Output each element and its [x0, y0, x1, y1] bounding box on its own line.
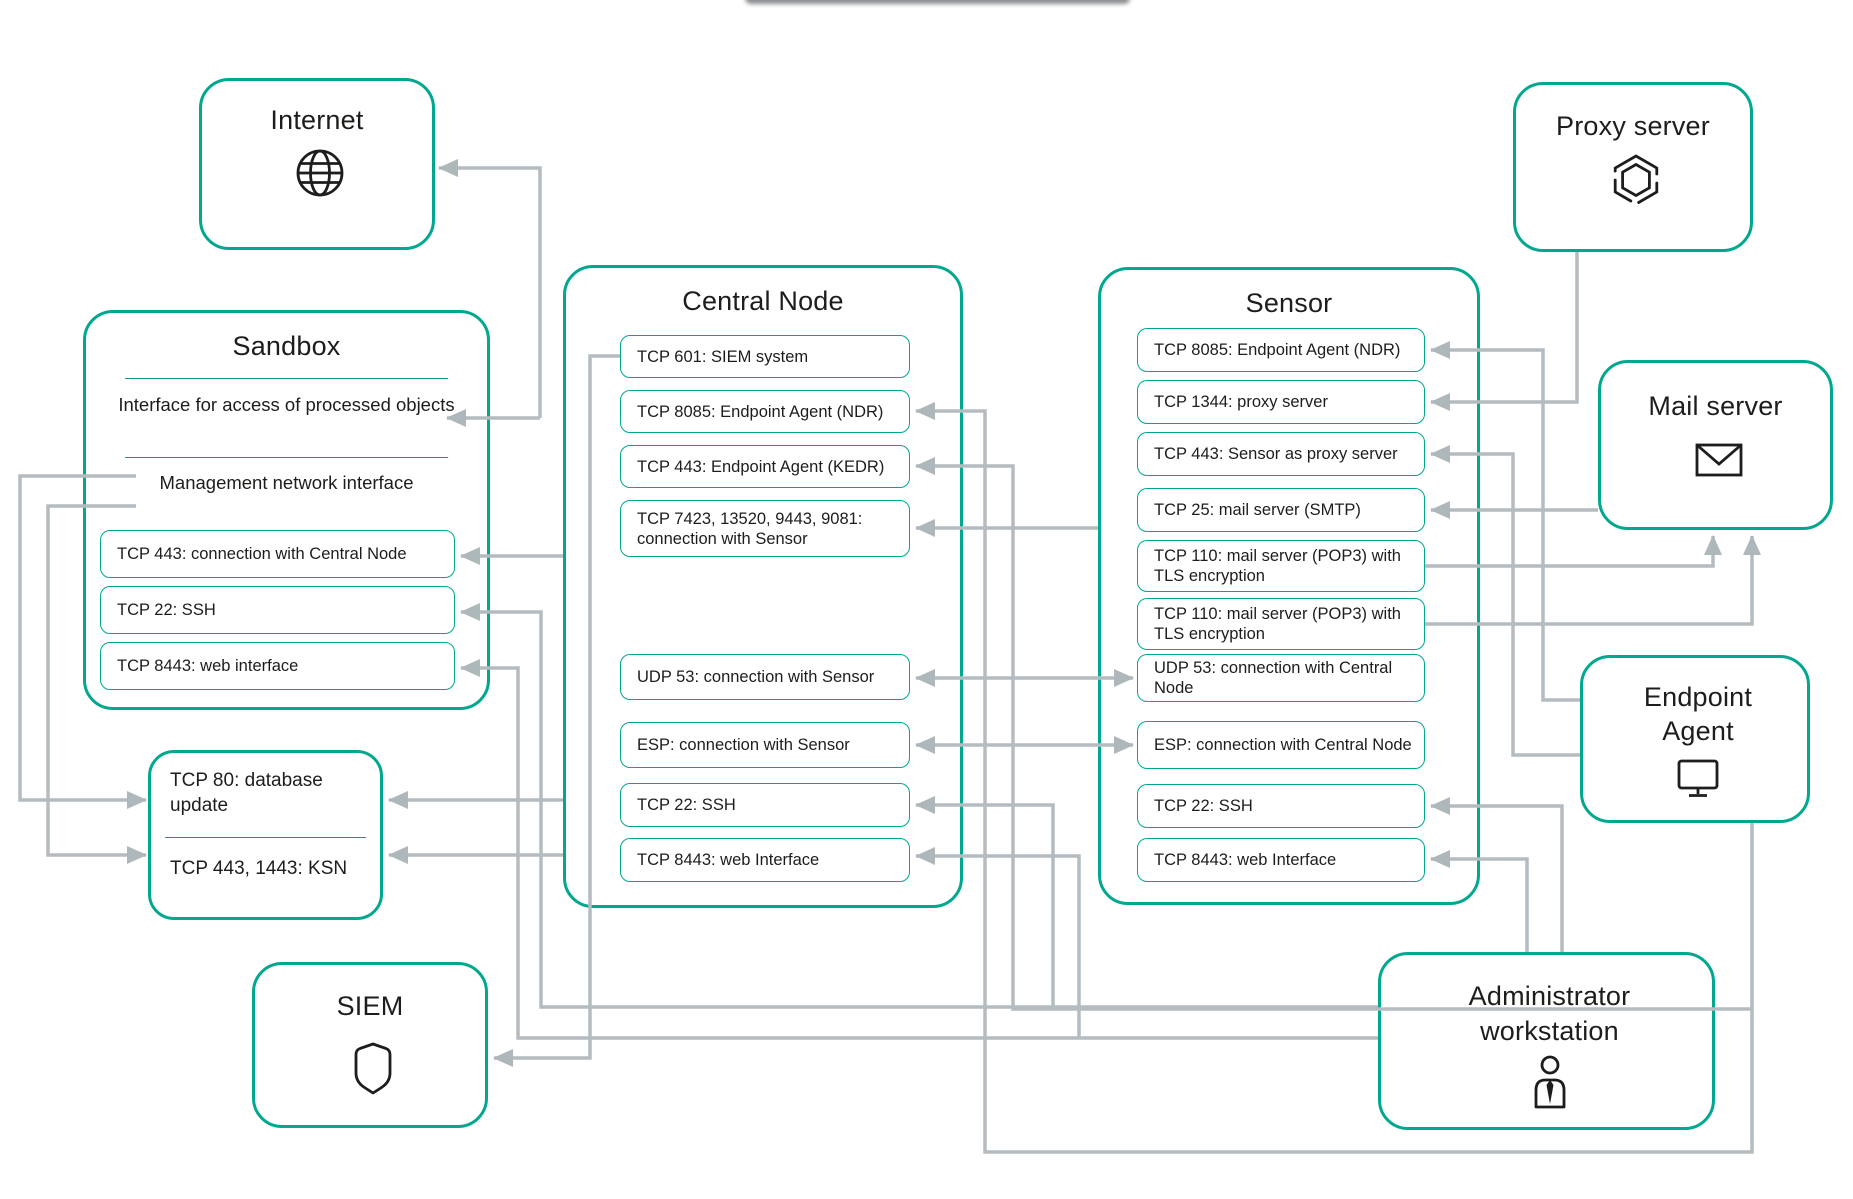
- sensor-port-110a: TCP 110: mail server (POP3) with TLS enc…: [1137, 540, 1425, 592]
- sensor-port-443: TCP 443: Sensor as proxy server: [1137, 432, 1425, 476]
- internet-node: Internet: [199, 78, 435, 250]
- cn-port-8085: TCP 8085: Endpoint Agent (NDR): [620, 390, 910, 433]
- cropped-window-bar: [745, 0, 1130, 4]
- updates-node: [148, 750, 383, 920]
- sensor-port-25: TCP 25: mail server (SMTP): [1137, 488, 1425, 532]
- sensor-port-8085: TCP 8085: Endpoint Agent (NDR): [1137, 328, 1425, 372]
- envelope-icon: [1695, 443, 1743, 477]
- sandbox-section-access: Interface for access of processed object…: [118, 394, 455, 415]
- person-icon: [1534, 1055, 1566, 1109]
- sandbox-divider-2: [125, 457, 448, 458]
- proxy-hexagon-icon: [1613, 154, 1659, 206]
- sandbox-title: Sandbox: [232, 331, 341, 361]
- cn-port-esp: ESP: connection with Sensor: [620, 722, 910, 768]
- siem-title: SIEM: [336, 991, 404, 1021]
- sandbox-section-management: Management network interface: [159, 472, 414, 493]
- updates-divider: [165, 837, 366, 838]
- cn-port-7423: TCP 7423, 13520, 9443, 9081: connection …: [620, 500, 910, 557]
- mail-server-title: Mail server: [1648, 391, 1783, 421]
- sensor-port-8443: TCP 8443: web Interface: [1137, 838, 1425, 882]
- sensor-port-esp: ESP: connection with Central Node: [1137, 721, 1425, 769]
- cn-port-22: TCP 22: SSH: [620, 783, 910, 827]
- central-node-title: Central Node: [682, 286, 844, 316]
- proxy-server-node: Proxy server: [1513, 82, 1753, 252]
- sandbox-divider-1: [125, 378, 448, 379]
- sensor-port-22: TCP 22: SSH: [1137, 784, 1425, 828]
- updates-row-database: TCP 80: database update: [170, 770, 323, 816]
- sensor-port-udp53: UDP 53: connection with Central Node: [1137, 654, 1425, 702]
- endpoint-agent-node: Endpoint Agent: [1580, 655, 1810, 823]
- endpoint-agent-title: Endpoint Agent: [1643, 682, 1753, 746]
- internet-title: Internet: [270, 105, 364, 135]
- admin-workstation-node: Administrator workstation: [1378, 952, 1715, 1130]
- cn-port-8443: TCP 8443: web Interface: [620, 838, 910, 882]
- cn-port-443: TCP 443: Endpoint Agent (KEDR): [620, 445, 910, 488]
- globe-icon: [296, 149, 344, 197]
- sandbox-port-8443: TCP 8443: web interface: [100, 642, 455, 690]
- shield-icon: [354, 1042, 392, 1095]
- sandbox-port-22: TCP 22: SSH: [100, 586, 455, 634]
- cn-port-udp53: UDP 53: connection with Sensor: [620, 654, 910, 700]
- sensor-port-1344: TCP 1344: proxy server: [1137, 380, 1425, 424]
- monitor-icon: [1677, 759, 1719, 797]
- proxy-server-title: Proxy server: [1556, 111, 1710, 141]
- siem-node: SIEM: [252, 962, 488, 1128]
- updates-row-ksn: TCP 443, 1443: KSN: [170, 858, 348, 879]
- sensor-port-110b: TCP 110: mail server (POP3) with TLS enc…: [1137, 598, 1425, 650]
- cn-port-601: TCP 601: SIEM system: [620, 335, 910, 378]
- sandbox-port-443: TCP 443: connection with Central Node: [100, 530, 455, 578]
- sensor-title: Sensor: [1245, 288, 1333, 318]
- admin-workstation-title: Administrator workstation: [1468, 981, 1631, 1046]
- mail-server-node: Mail server: [1598, 360, 1833, 530]
